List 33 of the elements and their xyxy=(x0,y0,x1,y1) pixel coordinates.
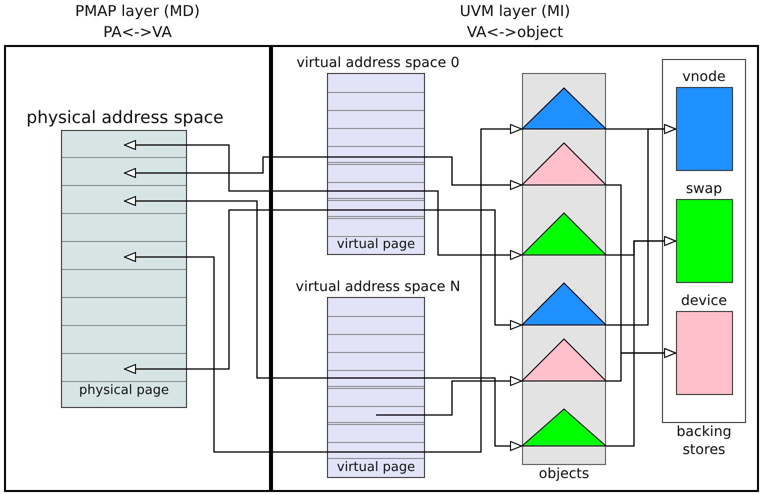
column-label: objects xyxy=(538,466,590,484)
connector-arrow xyxy=(376,209,522,330)
panel-heading: PA<->VA xyxy=(102,23,173,43)
column-label: virtual page xyxy=(336,237,416,254)
object-triangle xyxy=(522,143,606,185)
store-label: device xyxy=(680,293,728,311)
object-triangle xyxy=(522,88,606,129)
connector-arrow xyxy=(606,124,676,326)
connector-arrow xyxy=(376,156,522,190)
connector-arrow xyxy=(124,140,376,192)
object-triangle xyxy=(522,339,606,381)
column-label: virtual page xyxy=(336,460,416,477)
panel-heading: UVM layer (MI) xyxy=(458,2,572,22)
object-triangle xyxy=(522,213,606,255)
column-title: virtual address space 0 xyxy=(295,55,461,73)
connector-arrow xyxy=(376,124,522,453)
object-triangle xyxy=(522,283,606,325)
connector-arrow xyxy=(376,190,522,260)
connector-arrow xyxy=(376,377,522,451)
connector-arrow xyxy=(376,376,522,416)
column-title: physical address space xyxy=(25,108,225,130)
object-triangle xyxy=(522,409,606,446)
column-title: virtual address space N xyxy=(294,279,462,297)
connector-arrow xyxy=(606,236,676,447)
connector-arrow xyxy=(124,156,376,178)
store-label: vnode xyxy=(681,69,727,87)
store-label: swap xyxy=(684,181,724,199)
connector-arrow xyxy=(606,348,676,382)
panel-label: backing stores xyxy=(676,424,732,460)
connector-arrow xyxy=(124,252,376,453)
panel-heading: PMAP layer (MD) xyxy=(74,2,201,22)
column-label: physical page xyxy=(78,383,170,400)
panel-heading: VA<->object xyxy=(466,23,564,43)
